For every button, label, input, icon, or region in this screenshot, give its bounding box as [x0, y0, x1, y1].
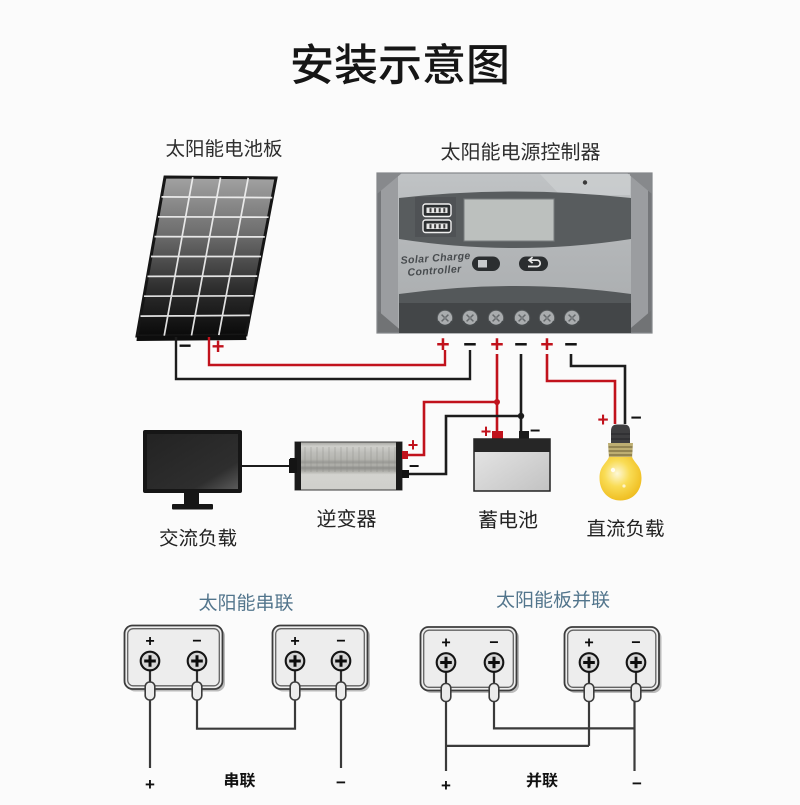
- svg-text:−: −: [336, 633, 345, 650]
- svg-text:−: −: [564, 331, 577, 357]
- svg-text:Solar Charge: Solar Charge: [400, 250, 471, 267]
- svg-text:+: +: [212, 334, 225, 359]
- svg-text:+: +: [290, 633, 299, 650]
- svg-text:−: −: [409, 456, 420, 476]
- svg-text:+: +: [481, 422, 492, 442]
- svg-text:−: −: [514, 331, 527, 357]
- svg-text:+: +: [490, 331, 503, 357]
- svg-text:−: −: [336, 773, 346, 792]
- svg-text:+: +: [441, 635, 450, 652]
- svg-text:+: +: [145, 775, 155, 794]
- svg-text:−: −: [192, 633, 201, 650]
- svg-text:+: +: [436, 331, 449, 357]
- svg-text:+: +: [584, 635, 593, 652]
- svg-text:−: −: [179, 333, 192, 358]
- svg-text:−: −: [631, 635, 640, 652]
- svg-text:+: +: [408, 435, 419, 455]
- svg-text:−: −: [489, 635, 498, 652]
- svg-text:+: +: [441, 776, 451, 795]
- svg-text:+: +: [145, 633, 154, 650]
- svg-text:−: −: [530, 421, 541, 441]
- svg-text:Controller: Controller: [407, 263, 462, 279]
- svg-text:−: −: [463, 331, 476, 357]
- svg-text:+: +: [597, 410, 608, 431]
- svg-text:+: +: [540, 331, 553, 357]
- svg-text:−: −: [632, 774, 642, 793]
- svg-text:−: −: [630, 408, 641, 429]
